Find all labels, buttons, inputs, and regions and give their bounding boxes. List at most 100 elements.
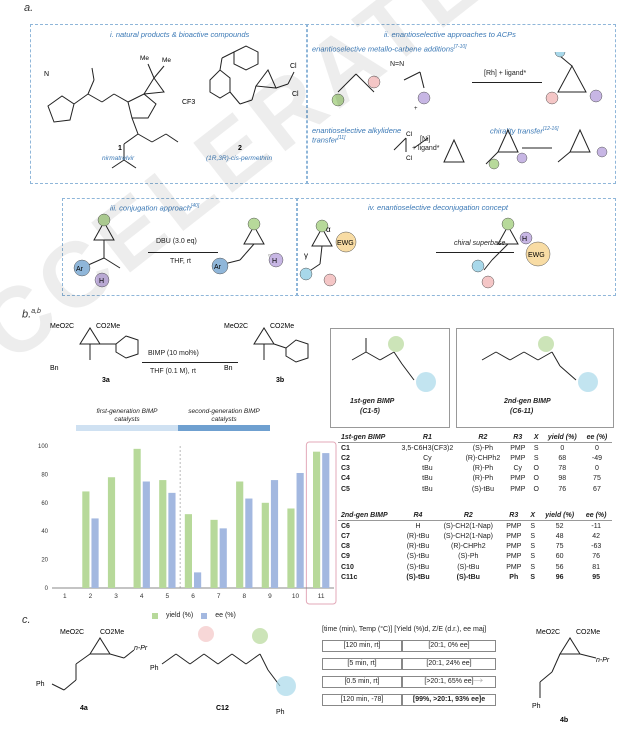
alkylidene-label-line2: transfer[11] <box>312 135 346 145</box>
second-gen-banner-text: second-generation BIMP catalysts <box>188 408 260 423</box>
chart-legend: yield (%) ee (%) <box>152 612 236 619</box>
bar-yield <box>82 491 90 588</box>
me-label-2: Me <box>162 57 171 64</box>
conditions-header: [time (min), Temp (°C)] [Yield (%)d, Z/E… <box>322 626 487 633</box>
bar-ee <box>270 480 279 588</box>
svg-text:+: + <box>414 106 418 112</box>
box-natural-products <box>30 24 308 184</box>
table-cell: 75 <box>593 475 601 483</box>
table-cell: PMP <box>510 485 526 493</box>
table-cell: C2 <box>341 454 350 462</box>
gamma-label: γ <box>304 251 308 260</box>
bar-yield <box>210 519 218 588</box>
legend-yield-label: yield (%) <box>166 612 194 619</box>
dbu-arrow <box>148 252 218 253</box>
table-cell: C7 <box>341 532 350 540</box>
table-header-cell: R1 <box>394 432 460 444</box>
table-cell: PMP <box>510 454 526 462</box>
table-header-cell: R4 <box>400 510 436 522</box>
table-cell: (S)-Ph <box>458 553 479 561</box>
table-cell: (S)-tBu <box>471 485 494 493</box>
bar-yield <box>184 514 192 588</box>
legend-yield-swatch <box>152 612 158 619</box>
x-tick-label: 10 <box>292 593 300 600</box>
table-cell: tBu <box>422 475 433 483</box>
table-header-cell: ee (%) <box>581 432 612 444</box>
bimp-solvent: THF (0.1 M), rt <box>150 368 196 375</box>
panel-label-a: a. <box>24 2 34 14</box>
alkylidene-label-line1: enantioselective alkylidene <box>312 126 402 135</box>
table-cell: S <box>533 454 539 462</box>
table-cell: O <box>533 475 539 483</box>
second-gen-banner-arrow <box>178 425 270 431</box>
box-conjugation <box>62 198 298 296</box>
c-prod-label: 4b <box>560 717 568 724</box>
me-label-1: Me <box>140 55 149 62</box>
table-cell: 78 <box>558 465 567 473</box>
table-cell: S <box>530 573 536 581</box>
bar-yield <box>261 502 269 588</box>
table-cell: tBu <box>422 465 433 473</box>
y-tick-label: 100 <box>38 444 49 450</box>
y-tick-label: 40 <box>41 529 48 535</box>
x-tick-label: 5 <box>166 593 170 600</box>
alk-cl-2: Cl <box>406 155 413 162</box>
ewg-label-2: EWG <box>528 252 545 259</box>
bar-ee <box>219 528 227 588</box>
bar-yield <box>287 508 295 588</box>
table-cell: C6 <box>341 522 350 530</box>
alpha-label: α <box>326 225 331 234</box>
prod-co2me: CO2Me <box>270 323 294 330</box>
x-tick-label: 4 <box>140 593 144 600</box>
table-cell: 60 <box>555 553 564 561</box>
sm-co2me: CO2Me <box>96 323 120 330</box>
bar-yield <box>236 481 244 588</box>
table-cell: PMP <box>510 444 526 452</box>
table-cell: 3,5-C6H3(CF3)2 <box>401 444 454 452</box>
condition-result: [>20:1, 65% ee] <box>402 676 496 688</box>
table-cell: 0 <box>595 444 599 452</box>
table-cell: PMP <box>506 543 522 551</box>
bimp-arrow <box>142 362 238 363</box>
table-cell: Cy <box>423 454 432 462</box>
condition-time-temp: [5 min, rt] <box>322 658 402 670</box>
table-cell: 81 <box>592 563 601 571</box>
x-tick-label: 7 <box>217 593 221 600</box>
box-deconjugation-title: iv. enantioselective deconjugation conce… <box>368 203 508 212</box>
table-cell: PMP <box>506 563 522 571</box>
c-sm-co2me: CO2Me <box>100 629 124 636</box>
sm-meo2c: MeO2C <box>50 323 74 330</box>
cl-label-2: Cl <box>292 91 299 98</box>
compound-1-name: nirmatrelvir <box>102 155 135 162</box>
table-cell: (R)-tBu <box>406 543 430 551</box>
y-tick-label: 60 <box>41 501 48 507</box>
condition-result: [99%, >20:1, 93% ee]e <box>402 694 496 706</box>
condition-time-temp: [0.5 min, rt] <box>322 676 402 688</box>
panel-label-c: c. <box>22 614 31 626</box>
ewg-label-1: EWG <box>337 240 354 247</box>
second-gen-banner: second-generation BIMP catalysts <box>178 408 270 431</box>
table-cell: S <box>530 522 536 530</box>
c-sm-ph: Ph <box>36 681 45 688</box>
table-cell: PMP <box>506 522 522 530</box>
bar-yield <box>107 477 116 588</box>
table-cell: PMP <box>506 532 522 540</box>
legend-ee-label: ee (%) <box>215 612 236 619</box>
box-enantioselective-approaches-title: ii. enantioselective approaches to ACPs <box>384 30 516 39</box>
table-header-cell: R2 <box>435 510 502 522</box>
table-cell: C5 <box>341 485 350 493</box>
n-label: N <box>44 71 49 78</box>
approach-structures: N=N + Cl Cl <box>331 52 608 170</box>
reaction-scheme-c: MeO2C CO2Me n-Pr Ph 4a Ph Ph C12 MeO2C C… <box>36 626 610 724</box>
table-header-cell: R3 <box>501 510 527 522</box>
table-header-cell: 1st-gen BIMP <box>338 432 395 444</box>
